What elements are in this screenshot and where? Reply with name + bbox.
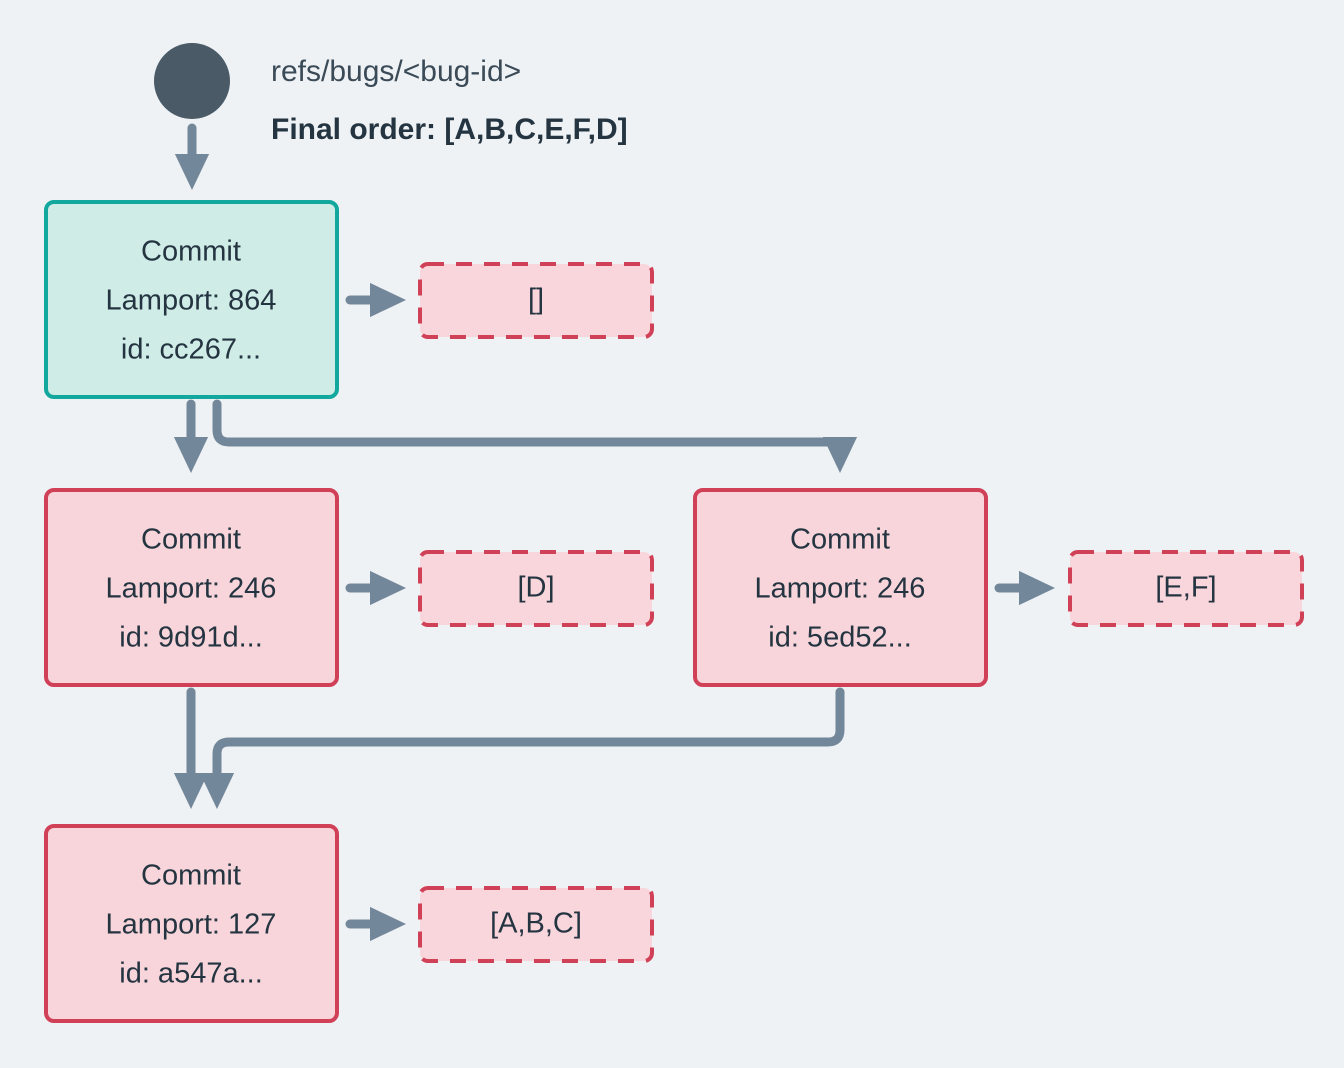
ops-ef-label: [E,F] — [1155, 572, 1216, 604]
final-order-label: Final order: [A,B,C,E,F,D] — [271, 113, 628, 146]
ops-box-d[interactable] — [418, 550, 654, 627]
ops-empty-label: [] — [528, 284, 544, 316]
ref-label: refs/bugs/<bug-id> — [271, 55, 521, 88]
commit-9d91d-lamport: Lamport: 246 — [106, 573, 277, 605]
commit-cc267-hash: id: cc267... — [121, 334, 261, 366]
commit-5ed52-lamport: Lamport: 246 — [755, 573, 926, 605]
edge-cc267-to-commit-5ed52 — [212, 399, 858, 473]
commit-a547a-lamport: Lamport: 127 — [106, 909, 277, 941]
commit-cc267-lamport: Lamport: 864 — [106, 285, 277, 317]
commit-5ed52-hash: id: 5ed52... — [768, 622, 912, 654]
ops-abc-label: [A,B,C] — [490, 908, 582, 940]
commit-node-5ed52[interactable] — [693, 488, 988, 687]
edge-5ed52-to-commit-a547a — [199, 687, 845, 809]
commit-node-9d91d[interactable] — [44, 488, 339, 687]
start-node-dot — [154, 43, 230, 119]
ops-box-ef[interactable] — [1068, 550, 1304, 627]
commit-a547a-title: Commit — [141, 860, 241, 892]
commit-5ed52-title: Commit — [790, 524, 890, 556]
commit-a547a-hash: id: a547a... — [119, 958, 263, 990]
ops-d-label: [D] — [517, 572, 554, 604]
ops-box-abc[interactable] — [418, 886, 654, 963]
commit-9d91d-title: Commit — [141, 524, 241, 556]
commit-node-a547a[interactable] — [44, 824, 339, 1023]
commit-node-cc267[interactable] — [44, 200, 339, 399]
commit-cc267-title: Commit — [141, 236, 241, 268]
ops-box-empty[interactable] — [418, 262, 654, 339]
commit-9d91d-hash: id: 9d91d... — [119, 622, 263, 654]
